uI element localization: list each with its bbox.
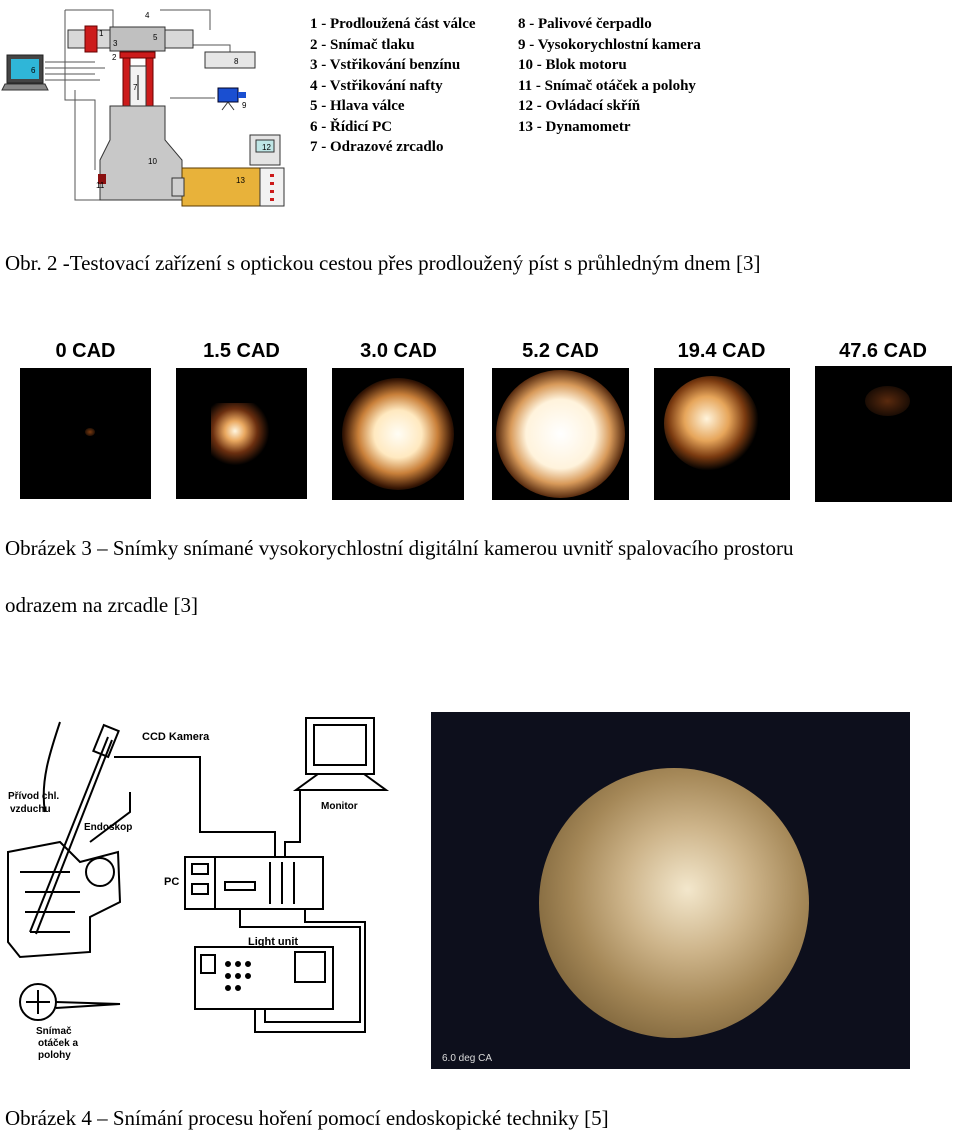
combustion-chamber-view <box>539 768 809 1038</box>
frame-label: 0 CAD <box>18 340 153 363</box>
legend-item: 11 - Snímač otáček a polohy <box>518 76 701 97</box>
combustion-frame <box>332 368 464 500</box>
svg-text:1: 1 <box>99 29 104 38</box>
frame-label: 3.0 CAD <box>332 340 465 363</box>
test-rig-diagram: 6 <box>0 0 300 215</box>
frame-label: 19.4 CAD <box>653 340 790 363</box>
legend-item: 1 - Prodloužená část válce <box>310 14 476 35</box>
svg-text:6: 6 <box>31 66 36 75</box>
svg-text:7: 7 <box>133 83 138 92</box>
crank-angle-label: 6.0 deg CA <box>442 1053 492 1064</box>
svg-text:2: 2 <box>112 53 117 62</box>
svg-text:CCD Kamera: CCD Kamera <box>142 731 210 743</box>
legend-column-1: 1 - Prodloužená část válce 2 - Snímač tl… <box>310 14 476 158</box>
legend-item: 12 - Ovládací skříň <box>518 96 701 117</box>
frame-label: 5.2 CAD <box>492 340 629 363</box>
svg-text:8: 8 <box>234 57 239 66</box>
combustion-frame <box>654 368 790 500</box>
legend-item: 9 - Vysokorychlostní kamera <box>518 35 701 56</box>
svg-text:10: 10 <box>148 157 157 166</box>
legend-item: 10 - Blok motoru <box>518 55 701 76</box>
svg-text:otáček a: otáček a <box>38 1038 78 1049</box>
combustion-frame <box>815 366 952 502</box>
frame-label: 47.6 CAD <box>814 340 952 363</box>
svg-text:11: 11 <box>96 181 105 190</box>
svg-text:12: 12 <box>262 143 271 152</box>
legend-item: 2 - Snímač tlaku <box>310 35 476 56</box>
legend-item: 4 - Vstřikování nafty <box>310 76 476 97</box>
legend-column-2: 8 - Palivové čerpadlo 9 - Vysokorychlost… <box>518 14 701 137</box>
figure-3: 0 CAD 1.5 CAD 3.0 CAD 5.2 CAD 19.4 CAD 4… <box>0 330 960 505</box>
legend-item: 7 - Odrazové zrcadlo <box>310 137 476 158</box>
frame-label: 1.5 CAD <box>175 340 308 363</box>
svg-text:9: 9 <box>242 101 247 110</box>
svg-text:vzduchu: vzduchu <box>10 804 51 815</box>
legend-item: 5 - Hlava válce <box>310 96 476 117</box>
combustion-frame <box>492 368 629 500</box>
legend-item: 13 - Dynamometr <box>518 117 701 138</box>
svg-text:3: 3 <box>113 39 118 48</box>
figure-3-caption-line-1: Obrázek 3 – Snímky snímané vysokorychlos… <box>5 536 794 560</box>
laptop-icon <box>2 55 48 90</box>
figure-3-caption-line-2: odrazem na zrcadle [3] <box>5 593 198 617</box>
svg-text:13: 13 <box>236 176 245 185</box>
svg-text:Snímač: Snímač <box>36 1026 72 1037</box>
svg-text:5: 5 <box>153 33 158 42</box>
endoscope-photo: 6.0 deg CA <box>431 712 910 1069</box>
svg-text:PC: PC <box>164 876 179 888</box>
svg-text:polohy: polohy <box>38 1050 71 1061</box>
legend-item: 8 - Palivové čerpadlo <box>518 14 701 35</box>
svg-text:Monitor: Monitor <box>321 801 358 812</box>
legend-item: 6 - Řídicí PC <box>310 117 476 138</box>
svg-text:Přívod chl.: Přívod chl. <box>8 791 59 802</box>
combustion-frame <box>20 368 151 499</box>
svg-text:Light unit: Light unit <box>248 936 298 948</box>
figure-4-caption: Obrázek 4 – Snímání procesu hoření pomoc… <box>5 1106 609 1130</box>
figure-2-caption: Obr. 2 -Testovací zařízení s optickou ce… <box>5 251 761 275</box>
combustion-frame <box>176 368 307 499</box>
legend-item: 3 - Vstřikování benzínu <box>310 55 476 76</box>
endoscope-setup-diagram: CCD Kamera Přívod chl. vzduchu Endoskop … <box>0 712 400 1072</box>
figure-2: 6 <box>0 0 960 215</box>
svg-text:4: 4 <box>145 11 150 20</box>
figure-4-schematic: CCD Kamera Přívod chl. vzduchu Endoskop … <box>0 712 400 1072</box>
svg-text:Endoskop: Endoskop <box>84 822 132 833</box>
